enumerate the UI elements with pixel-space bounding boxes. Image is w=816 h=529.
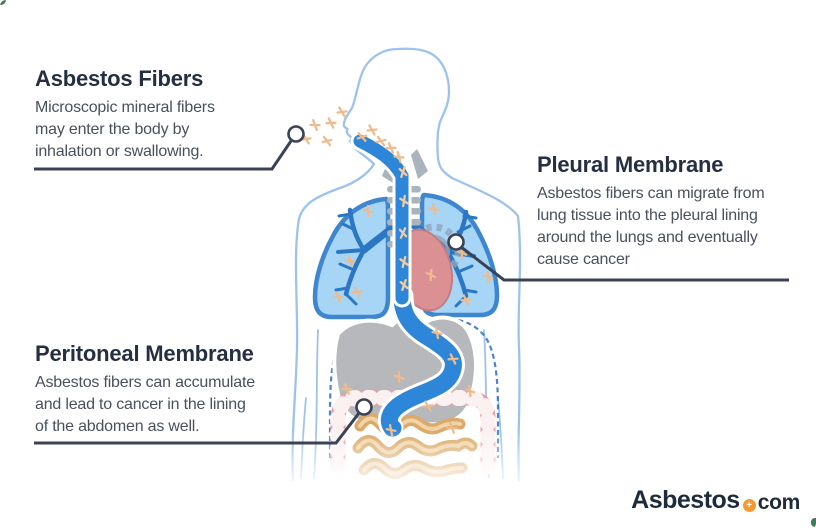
asbestos-com-logo: Asbestos + com [631,486,801,514]
callout-title: Asbestos Fibers [35,66,204,91]
callout-asbestos-fibers: Asbestos Fibers Microscopic mineral fibe… [35,66,285,163]
logo-brand-text: Asbestos [631,486,740,514]
callout-body: Asbestos fibers can accumulate and lead … [35,374,255,435]
left-lung [312,196,391,320]
callout-body: Asbestos fibers can migrate from lung ti… [537,185,765,268]
callout-leader-lines [34,125,789,445]
logo-tld-text: com [757,491,801,514]
marker-pleural [447,233,465,251]
callout-pleural-membrane: Pleural Membrane Asbestos fibers can mig… [537,152,799,271]
marker-peritoneal [355,398,373,416]
leader-pleural [460,245,789,282]
callout-title: Peritoneal Membrane [35,341,254,366]
larynx-cartilage [411,149,428,179]
callout-title: Pleural Membrane [537,152,724,177]
esophagus-stomach [377,284,465,440]
logo-dot-icon: + [742,499,756,512]
callout-peritoneal-membrane: Peritoneal Membrane Asbestos fibers can … [35,341,305,438]
fade-gradient [276,430,548,506]
page-corner-accent [811,518,816,527]
leader-peritoneal [34,412,361,445]
page-corner-accent [0,0,6,5]
callout-body: Microscopic mineral fibers may enter the… [35,99,215,160]
leader-fibers [34,140,293,171]
marker-fibers [287,125,305,143]
